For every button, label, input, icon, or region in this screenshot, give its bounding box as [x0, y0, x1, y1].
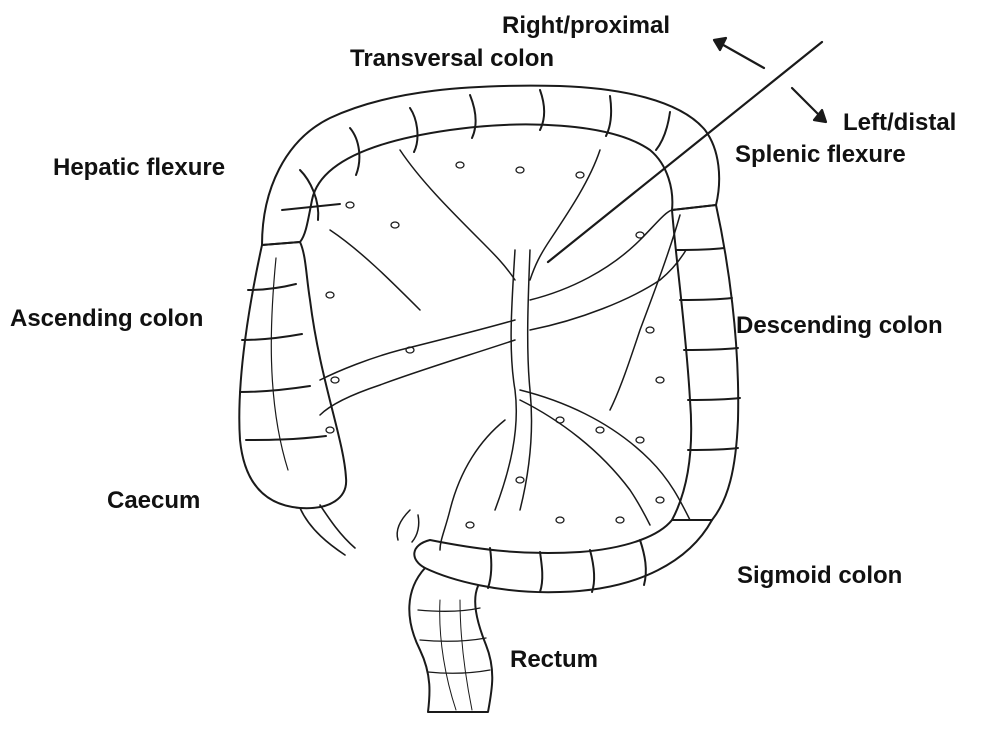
label-sigmoid-colon: Sigmoid colon [737, 564, 902, 588]
label-rectum: Rectum [510, 648, 598, 672]
caecum-shape [300, 505, 355, 555]
label-hepatic-flexure: Hepatic flexure [53, 156, 225, 180]
transverse-colon-shape [262, 86, 719, 245]
arrow-left-distal [792, 88, 822, 118]
arrow-right-proximal [718, 42, 764, 68]
label-left-distal: Left/distal [843, 111, 956, 135]
label-right-proximal: Right/proximal [502, 14, 670, 38]
label-caecum: Caecum [107, 489, 200, 513]
label-splenic-flexure: Splenic flexure [735, 143, 906, 167]
label-transversal-colon: Transversal colon [350, 47, 554, 71]
arrow-right-proximal-head [714, 38, 726, 50]
label-ascending-colon: Ascending colon [10, 307, 203, 331]
sigmoid-colon-shape [414, 520, 712, 592]
rectum-shape [409, 568, 492, 712]
descending-colon-shape [672, 205, 740, 520]
label-descending-colon: Descending colon [736, 314, 943, 338]
mesenteric-vessels [320, 150, 690, 550]
lymph-nodes [326, 162, 664, 528]
